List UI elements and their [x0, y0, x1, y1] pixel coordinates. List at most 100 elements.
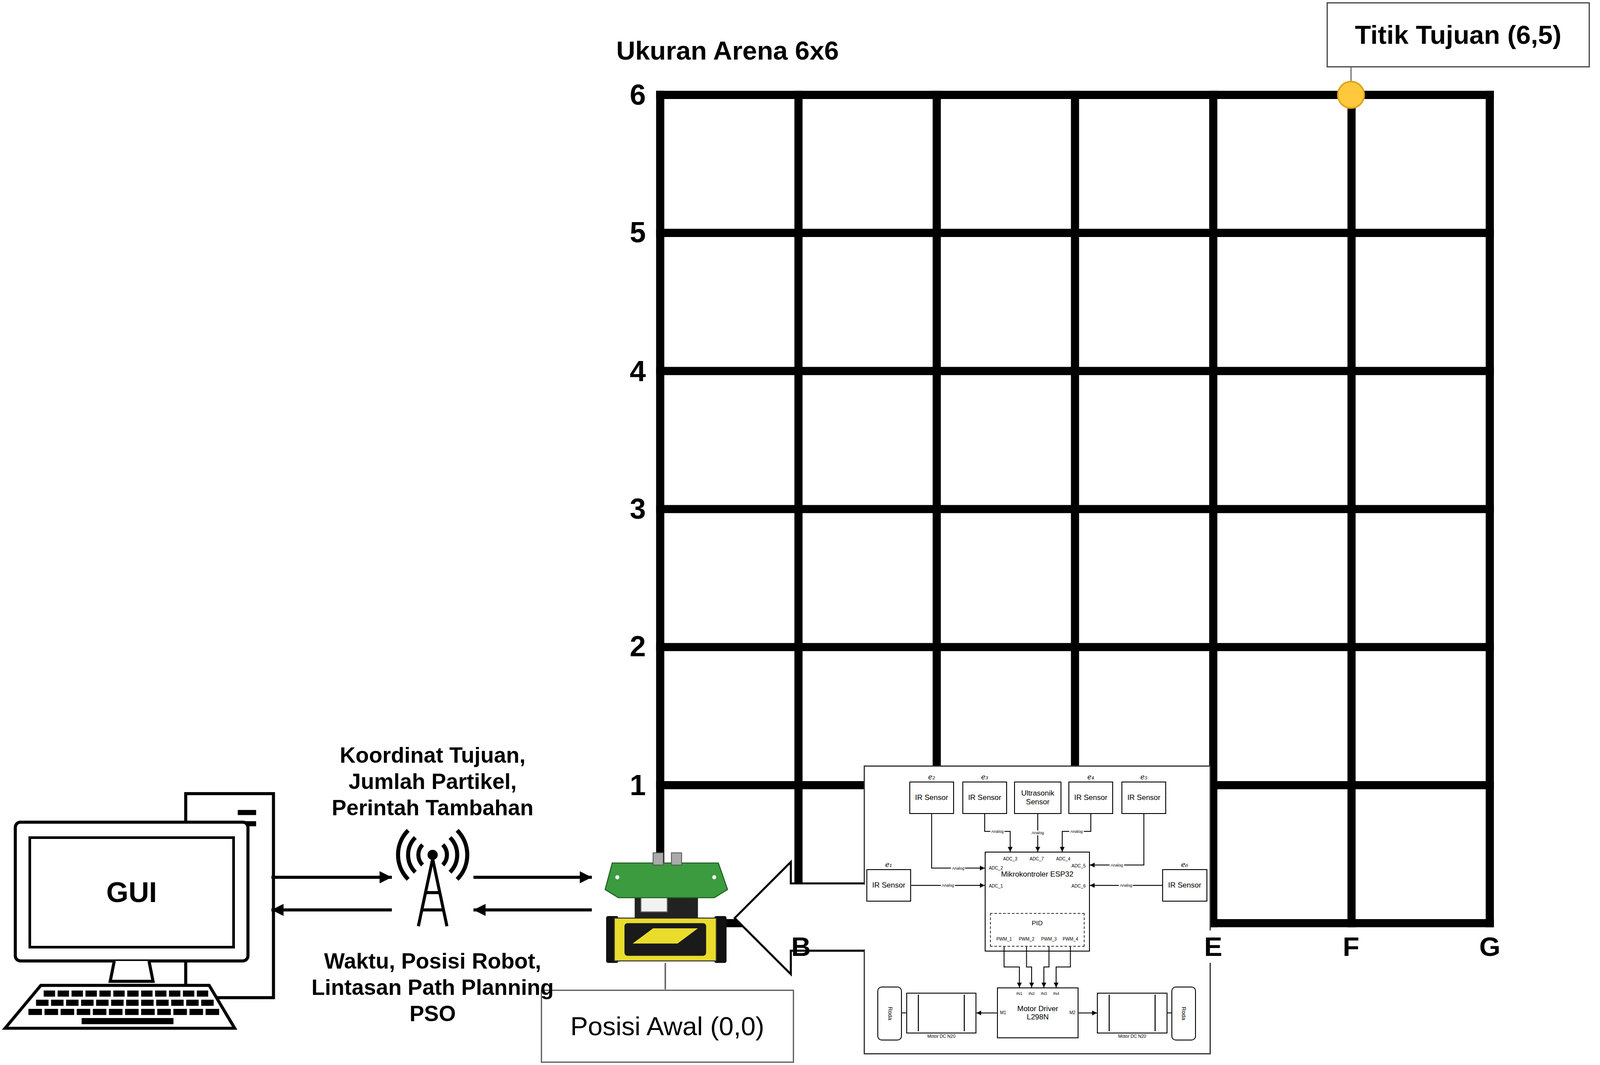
robot-illustration	[605, 853, 728, 990]
ultrasonic-sensor-box: Ultrasonik Sensor	[1014, 781, 1062, 815]
keyboard-key	[186, 1000, 199, 1007]
node-text: Posisi Awal (0,0)	[570, 1011, 765, 1042]
robot-illustration	[712, 875, 717, 880]
axis-number: 2	[629, 629, 646, 665]
node-text: IR Sensor	[968, 793, 1002, 803]
connector	[1003, 947, 1020, 988]
sensor-symbol: e₄	[1087, 773, 1095, 782]
keyboard-key	[76, 1009, 91, 1016]
pin-label: M2	[1069, 1010, 1076, 1016]
antenna-icon	[457, 830, 468, 880]
connector	[901, 1012, 906, 1014]
dc-motor: Motor DC N20	[1096, 993, 1168, 1034]
pin-label: PWM_3	[1041, 936, 1058, 943]
computer-illustration	[237, 810, 257, 816]
motor-detail	[963, 994, 965, 1032]
robot-illustration	[615, 875, 620, 880]
keyboard-key	[44, 1009, 59, 1016]
sensor-symbol: e₁	[885, 861, 893, 870]
node-text: GUI	[106, 876, 158, 910]
connector	[984, 814, 1011, 852]
axis-letter: E	[1202, 930, 1224, 964]
keyboard-key	[141, 990, 153, 997]
dc-motor: Motor DC N20	[906, 993, 977, 1034]
keyboard-key	[85, 990, 97, 997]
pin-label: IN2	[1028, 991, 1035, 997]
keyboard-key	[141, 1009, 155, 1016]
antenna-icon	[397, 830, 468, 927]
wheel: Roda	[877, 986, 902, 1041]
keyboard-key	[99, 990, 111, 997]
node-text: PID	[1031, 919, 1043, 927]
connector	[1062, 814, 1091, 852]
keyboard-key	[126, 1000, 139, 1007]
keyboard-key	[205, 1009, 220, 1016]
connector	[976, 1012, 997, 1014]
motor-detail	[1154, 994, 1156, 1032]
wheel: Roda	[1171, 986, 1196, 1041]
connector	[1089, 814, 1144, 866]
robot-illustration	[632, 928, 699, 944]
robot-illustration	[671, 853, 682, 866]
pin-label: IN3	[1040, 991, 1047, 997]
robot-illustration	[624, 923, 706, 957]
goal-marker	[1337, 67, 1365, 109]
axis-number: 5	[629, 215, 646, 250]
ir-sensor-box: e₄IR Sensor	[1068, 781, 1114, 815]
computer-illustration	[15, 822, 249, 962]
keyboard-key	[66, 1000, 79, 1007]
axis-letter: G	[1479, 930, 1501, 964]
signal-label: Analog	[1030, 830, 1045, 836]
robot-illustration	[605, 863, 728, 898]
node-text: Motor Driver L298N	[1010, 1004, 1066, 1022]
pin-label: ADC_2	[988, 865, 1003, 872]
ir-sensor-box: e₁IR Sensor	[866, 869, 912, 903]
arena-grid	[656, 95, 665, 924]
node-text: IR Sensor	[872, 881, 906, 891]
axis-number: 1	[629, 768, 646, 803]
pin-label: ADC_5	[1071, 863, 1086, 870]
node-text: IR Sensor	[1127, 793, 1161, 803]
ir-sensor-box: e₃IR Sensor	[962, 781, 1008, 815]
arena-grid	[794, 95, 803, 924]
node-text: IR Sensor	[915, 793, 949, 803]
keyboard-key	[189, 1009, 203, 1016]
sensor-symbol: e₃	[981, 773, 989, 782]
signal-note: Koordinat Tujuan, Jumlah Partikel, Perin…	[305, 742, 561, 822]
robot-illustration	[664, 963, 666, 990]
antenna-icon	[442, 844, 448, 866]
goal-marker	[1350, 67, 1352, 82]
pin-label: ADC_7	[1029, 856, 1044, 863]
pin-label: PWM_2	[1018, 936, 1035, 943]
connector	[1078, 1012, 1097, 1014]
signal-label: Analog	[990, 829, 1005, 834]
component-caption: Motor DC N20	[1117, 1034, 1146, 1040]
axis-number: 3	[629, 491, 646, 527]
pin-label: IN1	[1016, 991, 1023, 997]
sensor-symbol: e₆	[1181, 861, 1189, 870]
signal-label: Analog	[940, 883, 955, 889]
antenna-icon	[427, 850, 438, 861]
motor-driver-box: Motor Driver L298N	[996, 987, 1079, 1039]
keyboard-key	[51, 1000, 64, 1007]
pin-label: PWM_4	[1062, 936, 1079, 943]
ir-sensor-box: e₂IR Sensor	[909, 781, 955, 815]
wireless-arrows	[271, 876, 392, 880]
keyboard-key	[201, 1000, 214, 1007]
keyboard-key	[28, 1009, 43, 1016]
sensor-symbol: e₅	[1140, 773, 1148, 782]
node-text: IR Sensor	[1074, 793, 1108, 803]
pin-label: ADC_3	[1003, 856, 1018, 863]
axis-letter: F	[1342, 930, 1360, 964]
keyboard-key	[127, 990, 139, 997]
keyboard-key	[95, 1000, 109, 1007]
keyboard-key	[35, 1000, 49, 1007]
wireless-arrows	[271, 877, 592, 911]
node-text: Roda	[1180, 1007, 1188, 1021]
gui-screen: GUI	[28, 836, 235, 949]
connector	[1056, 947, 1071, 988]
pin-label: M1	[1000, 1010, 1007, 1016]
